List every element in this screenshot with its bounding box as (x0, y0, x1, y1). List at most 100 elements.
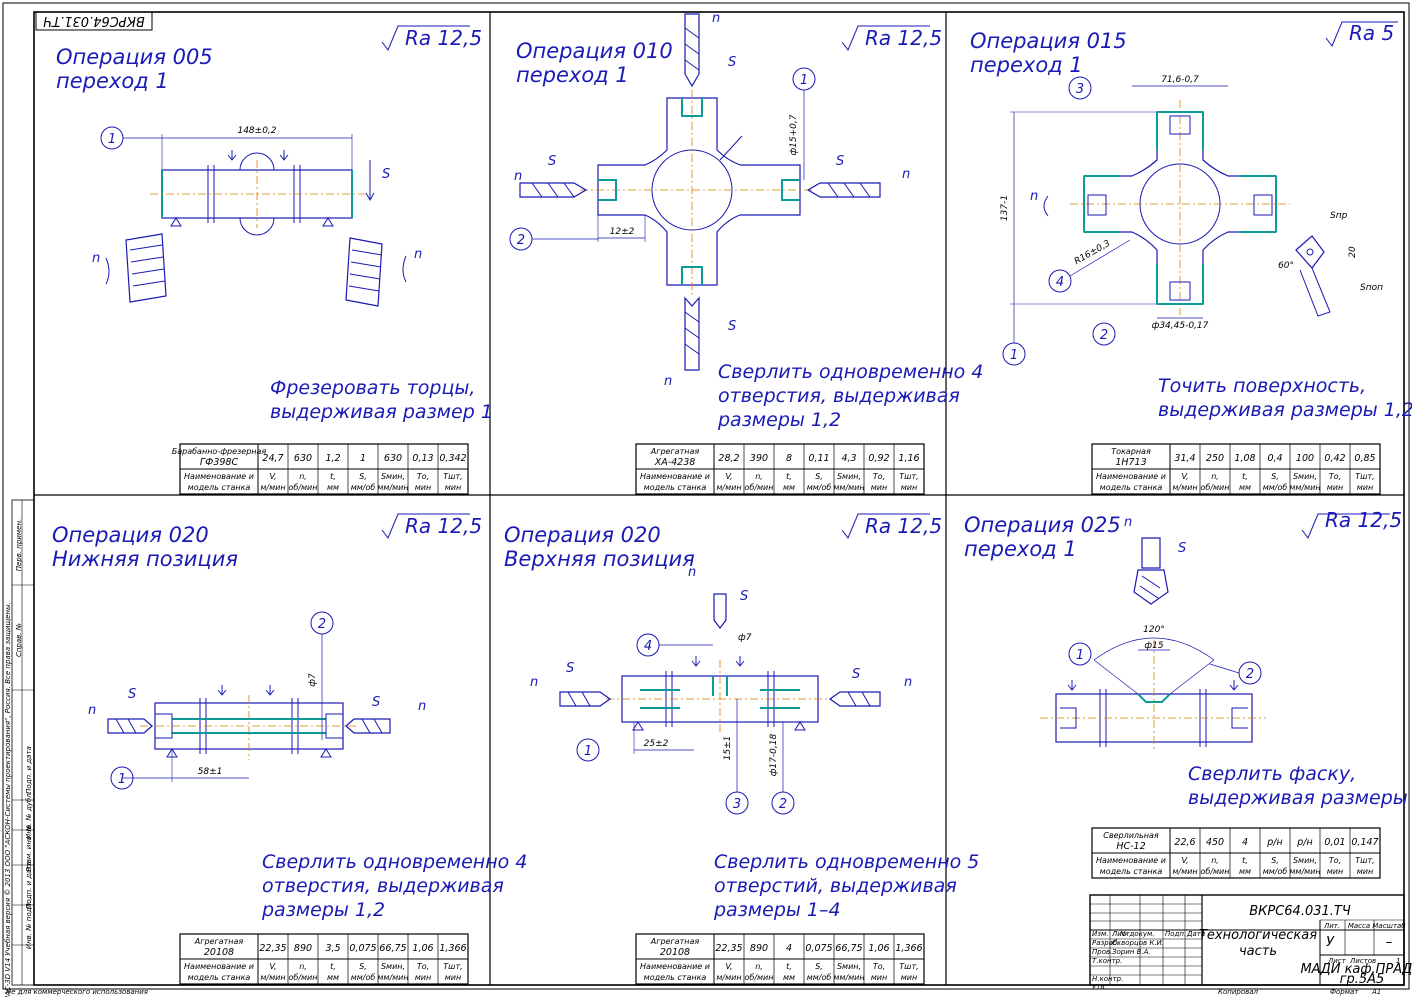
footer-format-val: A1 (1371, 988, 1381, 996)
dim-25: 25±2 (644, 739, 669, 749)
callout-1: 1 (118, 772, 126, 787)
param-unit: мм (327, 973, 339, 982)
param-header: S, (815, 962, 823, 971)
param-unit: мм (1239, 483, 1251, 492)
param-unit: об/мин (745, 483, 774, 492)
param-value: 0,4 (1267, 453, 1282, 464)
dim-hole-dia: ф15+0,7 (789, 114, 799, 155)
param-unit: мм/мин (1289, 867, 1320, 876)
dim-width: 71,6-0,7 (1161, 75, 1199, 85)
op-subtitle: переход 1 (970, 53, 1083, 77)
tb-tkontr: Т.контр. (1092, 957, 1122, 965)
svg-text:Ra 12,5: Ra 12,5 (405, 514, 482, 538)
param-unit: об/мин (1201, 867, 1230, 876)
param-header: t, (1242, 856, 1248, 865)
param-header: Тшт, (899, 962, 918, 971)
param-header: Sмин, (837, 472, 861, 481)
param-unit: мм/мин (377, 483, 408, 492)
turning-tool (1295, 235, 1331, 317)
callout-2: 2 (779, 797, 787, 812)
side-label-vzam: Взам. инв. № (25, 824, 33, 872)
caption-line-1: Фрезеровать торцы, (270, 377, 475, 399)
callout-1: 1 (584, 744, 592, 759)
side-stamp-column: Перв. примен. Справ. № Подп. и дата Инв.… (4, 499, 35, 997)
op-title: Операция 025 (964, 513, 1121, 537)
drill-bottom (684, 296, 700, 371)
callout-1: 1 (1076, 648, 1084, 663)
param-header: S, (1271, 856, 1279, 865)
machine-type: Агрегатная (650, 937, 700, 946)
drill-top (713, 593, 727, 629)
param-value: 100 (1296, 453, 1314, 464)
op-subtitle: Нижняя позиция (52, 547, 238, 571)
param-value: 0,342 (439, 453, 466, 464)
machine-type: Сверлильная (1103, 831, 1159, 840)
roughness-symbol: Ra 5 (1325, 21, 1398, 47)
param-header: n, (755, 472, 763, 481)
param-unit: мм/об (351, 483, 376, 492)
header-name-2: модель станка (644, 483, 707, 492)
param-unit: мм (783, 483, 795, 492)
caption-line-1: Сверлить фаску, (1188, 763, 1356, 785)
param-header: Sмин, (1293, 856, 1317, 865)
param-header: t, (786, 962, 792, 971)
footer-format: Формат (1330, 988, 1359, 996)
part-cross (580, 90, 815, 295)
rotation-n: n (664, 374, 672, 389)
param-unit: мин (1357, 483, 1373, 492)
param-unit: мм (783, 973, 795, 982)
op-title: Операция 005 (56, 45, 213, 69)
caption-line-2: отверстий, выдерживая (714, 875, 957, 897)
param-header: Sмин, (1293, 472, 1317, 481)
header-name-1: Наименование и (184, 962, 254, 971)
caption-line-2: выдерживая размеры 1,2 (1188, 787, 1412, 809)
milling-cutter-right (345, 237, 383, 307)
param-unit: мм/мин (833, 483, 864, 492)
param-value: 4 (786, 943, 792, 954)
countersink-tool (1133, 537, 1169, 605)
header-name-1: Наименование и (640, 472, 710, 481)
param-unit: мм/об (351, 973, 376, 982)
feed-s-pr: Sпр (1330, 211, 1348, 221)
dim-dia: ф15 (1144, 641, 1163, 651)
machine-type: Барабанно-фрезерная (172, 447, 267, 456)
callout-2: 2 (1246, 667, 1254, 682)
license-text: КОМПАС-3D V14 Учебная версия © 2013 ООО … (4, 602, 12, 997)
param-unit: мин (1327, 867, 1343, 876)
param-value: 1,06 (868, 943, 889, 954)
panel-op-020-lower: Операция 020 Нижняя позиция Ra 12,5 S n (52, 513, 527, 921)
caption-line-2: отверстия, выдерживая (262, 875, 504, 897)
param-value: 890 (750, 943, 768, 954)
param-unit: м/мин (260, 973, 285, 982)
param-header: Тшт, (1355, 856, 1374, 865)
drill-top (684, 13, 700, 88)
callout-1: 1 (108, 132, 116, 147)
param-value: 4,3 (841, 453, 856, 464)
param-unit: м/мин (716, 973, 741, 982)
param-unit: мин (901, 483, 917, 492)
dim-height: 137-1 (1000, 195, 1010, 221)
param-unit: мм/мин (833, 973, 864, 982)
side-label-inv-dubl: Инв. № дубл. (25, 791, 33, 839)
param-value: 0,13 (412, 453, 433, 464)
rotation-n: n (530, 675, 538, 690)
param-header: t, (330, 962, 336, 971)
param-unit: м/мин (260, 483, 285, 492)
caption-line-1: Сверлить одновременно 5 (714, 851, 979, 873)
dim-15: 15±1 (723, 736, 733, 761)
caption-line-3: размеры 1,2 (717, 409, 841, 431)
param-header: Тшт, (443, 962, 462, 971)
roughness-symbol: Ra 12,5 (381, 25, 482, 51)
param-value: 0,42 (1324, 453, 1345, 464)
caption-line-2: выдерживая размер 1 (270, 401, 493, 423)
title-sheet: Лист (1327, 957, 1347, 965)
param-header: Sмин, (837, 962, 861, 971)
machine-model: 1Н713 (1115, 457, 1146, 468)
param-value: 890 (294, 943, 312, 954)
param-header: V, (269, 472, 276, 481)
rotation-n: n (902, 167, 910, 182)
param-header: S, (359, 962, 367, 971)
svg-text:Ra 5: Ra 5 (1349, 21, 1394, 45)
